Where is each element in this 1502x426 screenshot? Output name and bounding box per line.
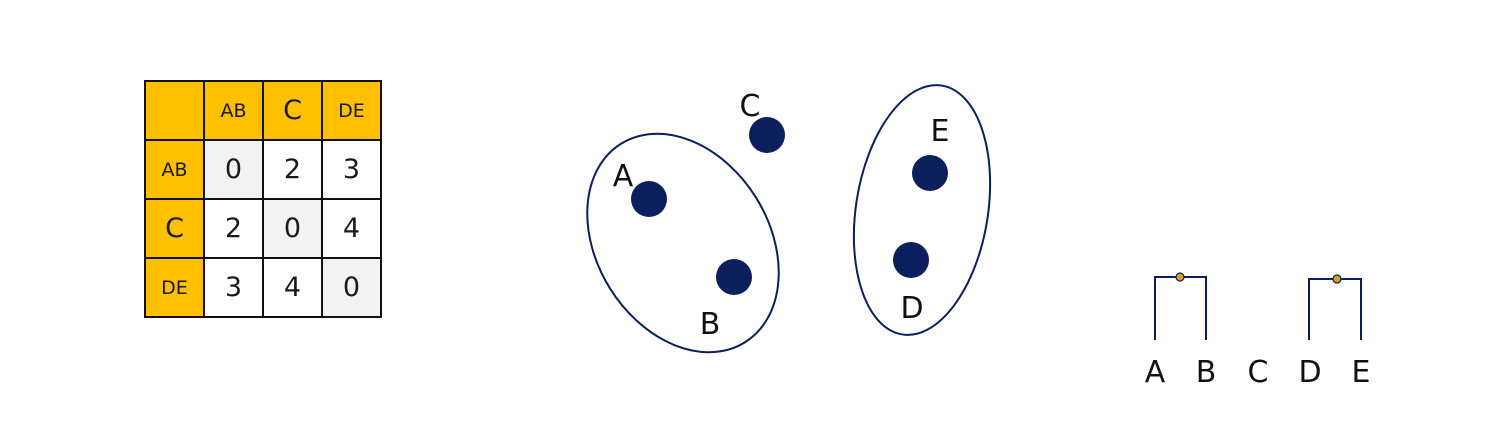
matrix-row-header-ab: AB <box>144 139 205 200</box>
matrix-cell-de-c: 4 <box>262 257 323 318</box>
matrix-cell-c-c: 0 <box>262 198 323 259</box>
leaf-label-a: A <box>1145 355 1166 390</box>
matrix-row-ab: AB 0 2 3 <box>144 139 382 200</box>
leaf-label-c: C <box>1248 355 1269 390</box>
matrix-row-header-de: DE <box>144 257 205 318</box>
matrix-cell-de-ab: 3 <box>203 257 264 318</box>
matrix-cell-c-ab: 2 <box>203 198 264 259</box>
distance-matrix: AB C DE AB 0 2 3 C 2 0 4 DE 3 4 0 <box>144 80 382 318</box>
leaf-label-d: D <box>1298 355 1321 390</box>
matrix-cell-ab-de: 3 <box>321 139 382 200</box>
matrix-cell-ab-ab: 0 <box>203 139 264 200</box>
matrix-row-c: C 2 0 4 <box>144 198 382 259</box>
matrix-col-header-ab: AB <box>203 80 264 141</box>
point-label-b: B <box>700 307 721 342</box>
point-label-e: E <box>931 114 950 149</box>
dendrogram-link-ab <box>1154 276 1207 340</box>
point-c <box>749 117 785 153</box>
point-d <box>893 242 929 278</box>
matrix-col-header-de: DE <box>321 80 382 141</box>
merge-dot-de <box>1332 274 1342 284</box>
point-b <box>716 259 752 295</box>
matrix-cell-de-de: 0 <box>321 257 382 318</box>
matrix-corner-cell <box>144 80 205 141</box>
leaf-label-e: E <box>1352 355 1371 390</box>
cluster-ellipse-ab <box>586 132 780 354</box>
leaf-label-b: B <box>1196 355 1217 390</box>
point-label-a: A <box>613 159 634 194</box>
matrix-header-row: AB C DE <box>144 80 382 141</box>
matrix-cell-c-de: 4 <box>321 198 382 259</box>
matrix-row-header-c: C <box>144 198 205 259</box>
matrix-row-de: DE 3 4 0 <box>144 257 382 318</box>
point-a <box>631 181 667 217</box>
point-e <box>912 155 948 191</box>
merge-dot-ab <box>1175 272 1185 282</box>
dendrogram-link-de <box>1308 278 1362 340</box>
cluster-ellipse-de <box>852 84 992 336</box>
matrix-col-header-c: C <box>262 80 323 141</box>
point-label-c: C <box>740 89 761 124</box>
point-label-d: D <box>900 291 923 326</box>
matrix-cell-ab-c: 2 <box>262 139 323 200</box>
